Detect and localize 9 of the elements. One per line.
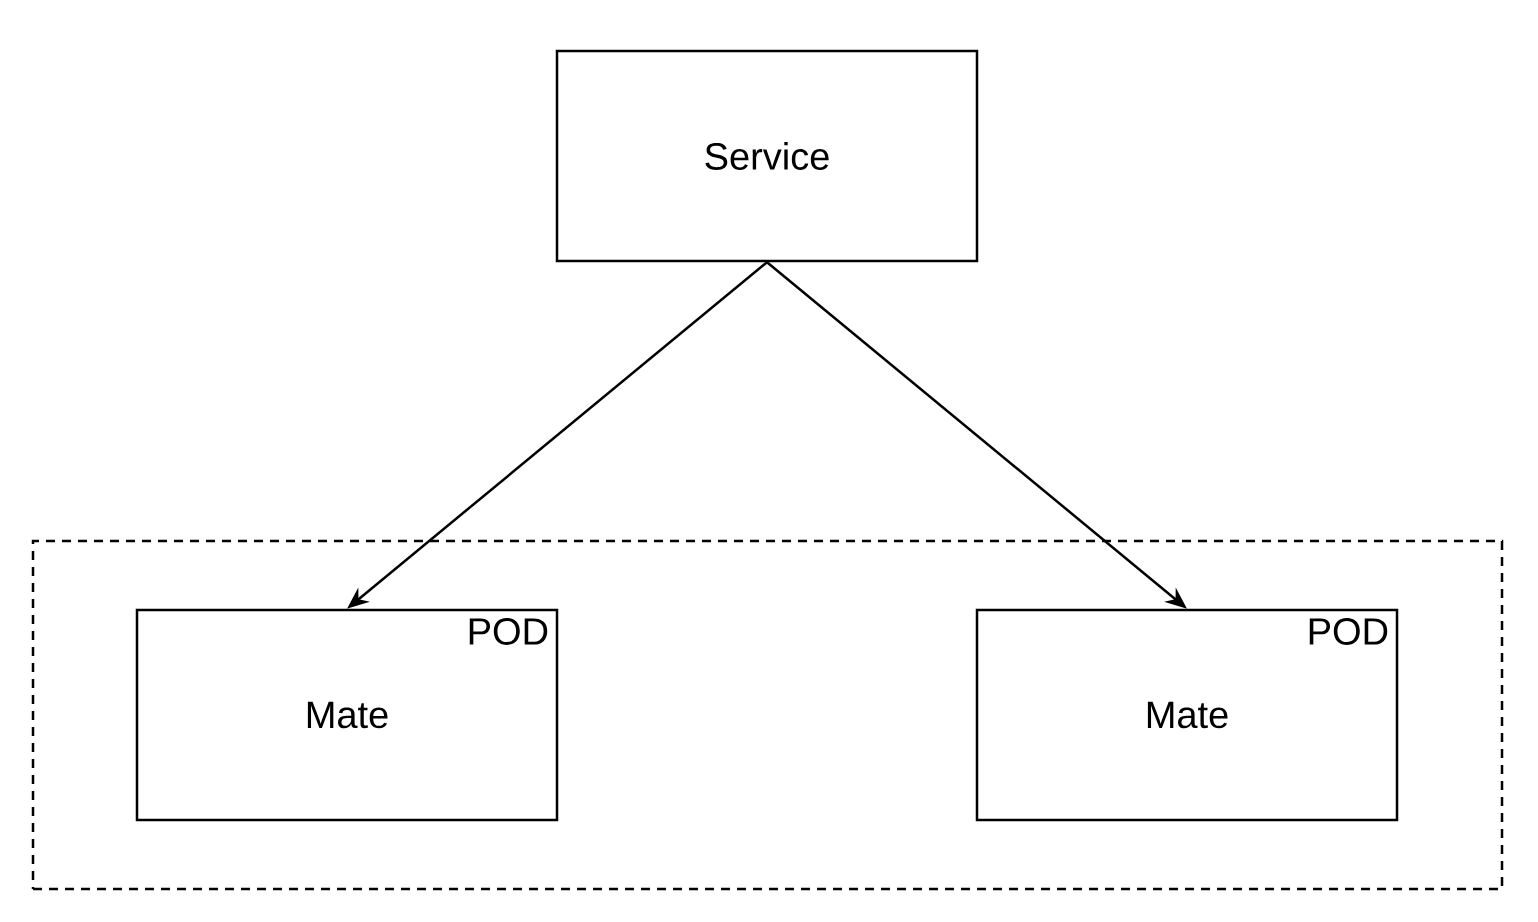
corner-label: POD xyxy=(1309,618,1388,645)
process-box xyxy=(135,608,559,822)
process-box xyxy=(555,49,979,263)
process-box xyxy=(975,608,1399,822)
box-label: Mate xyxy=(307,701,388,729)
dashed-frame xyxy=(31,539,1504,891)
corner-label: POD xyxy=(469,618,548,645)
box-label: Service xyxy=(705,142,829,170)
box-label: Mate xyxy=(1147,701,1228,729)
